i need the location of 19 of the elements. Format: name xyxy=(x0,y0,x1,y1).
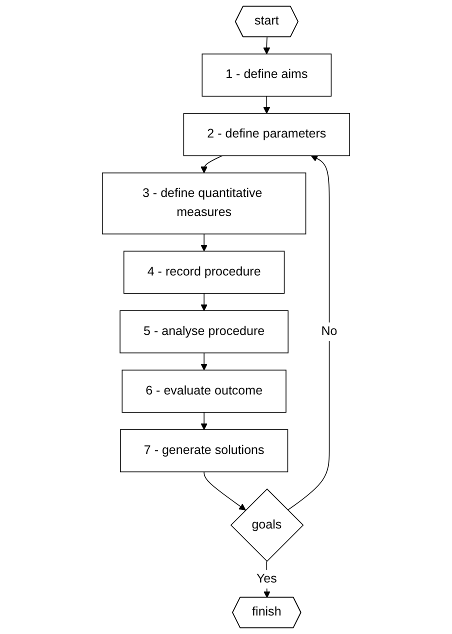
arrow xyxy=(287,155,330,510)
arrow xyxy=(200,352,208,370)
arrow xyxy=(200,412,208,430)
arrow xyxy=(263,96,270,114)
node-diamond: goals xyxy=(230,488,304,562)
node-box: 5 - analyse procedure xyxy=(120,310,288,354)
arrow xyxy=(200,155,223,174)
node-box: 6 - evaluate outcome xyxy=(122,370,286,413)
edge-label: Yes xyxy=(256,572,277,586)
arrow xyxy=(204,471,246,510)
edge-label: No xyxy=(321,324,338,338)
node-box: 4 - record procedure xyxy=(124,250,285,294)
node-box: 2 - define parameters xyxy=(183,113,350,156)
node-box: 1 - define aims xyxy=(202,54,332,97)
arrow xyxy=(263,36,270,54)
arrow xyxy=(200,293,208,311)
node-box: 7 - generate solutions xyxy=(120,429,288,472)
node-box: 3 - define quantitative measures xyxy=(102,172,306,234)
arrow xyxy=(200,234,208,252)
